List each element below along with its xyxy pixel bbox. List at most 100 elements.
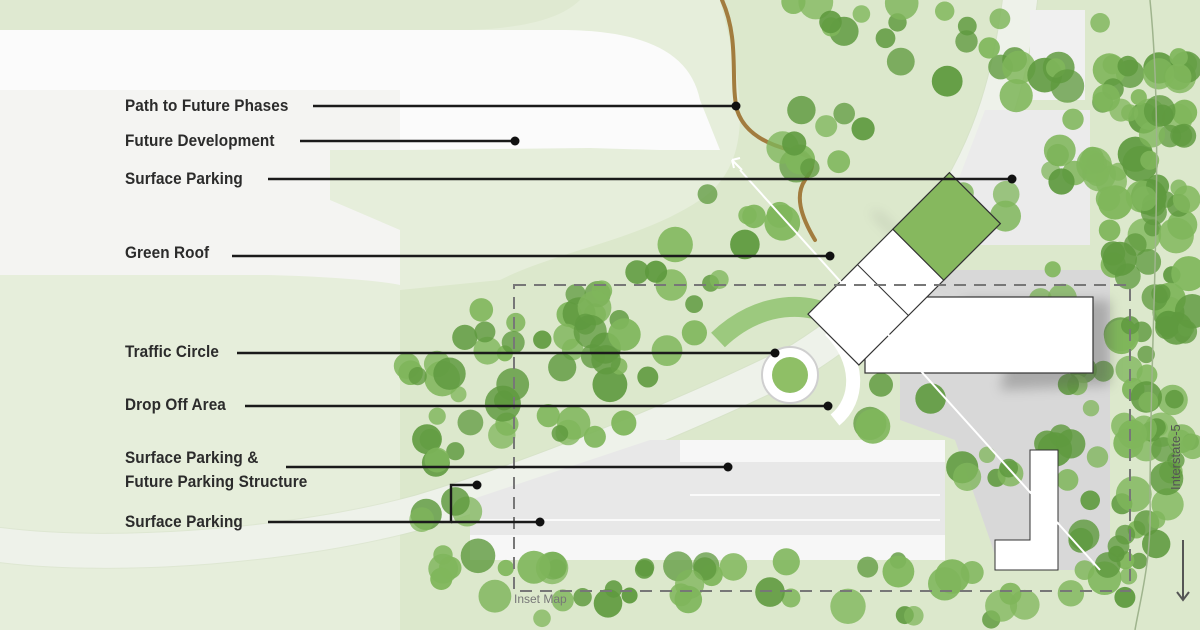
tree bbox=[815, 115, 838, 138]
tree bbox=[855, 408, 891, 444]
tree bbox=[1097, 185, 1133, 220]
tree bbox=[886, 47, 915, 76]
future-development-white bbox=[0, 30, 720, 150]
tree bbox=[904, 606, 924, 626]
tree bbox=[851, 117, 875, 141]
tree bbox=[999, 79, 1033, 113]
tree bbox=[625, 260, 650, 284]
tree bbox=[719, 553, 748, 581]
tree bbox=[497, 559, 514, 577]
tree bbox=[1115, 476, 1152, 512]
tree bbox=[1056, 469, 1079, 491]
tree bbox=[408, 367, 427, 386]
tree bbox=[1115, 524, 1136, 545]
tree bbox=[955, 30, 978, 53]
tree bbox=[412, 424, 442, 455]
tree bbox=[882, 555, 915, 588]
tree-canopy bbox=[393, 0, 1200, 629]
tree bbox=[1086, 446, 1109, 468]
tree bbox=[1050, 69, 1085, 103]
tree bbox=[1143, 95, 1176, 127]
tree bbox=[1090, 12, 1110, 33]
tree bbox=[931, 65, 963, 97]
tree bbox=[1174, 294, 1200, 329]
tree bbox=[441, 487, 470, 516]
interstate-label: Interstate-5 bbox=[1168, 424, 1183, 490]
tree bbox=[730, 229, 760, 260]
tree bbox=[1114, 586, 1136, 608]
tree bbox=[1169, 48, 1188, 67]
label-path-to-future-phases: Path to Future Phases bbox=[125, 96, 289, 115]
label-surface-parking-bottom: Surface Parking bbox=[125, 512, 243, 531]
label-surface-parking-future-structure: Surface Parking & Future Parking Structu… bbox=[125, 446, 307, 494]
tree bbox=[781, 0, 806, 14]
tree bbox=[819, 10, 842, 34]
tree bbox=[1130, 415, 1157, 442]
tree bbox=[857, 556, 879, 578]
lower-parking-lot bbox=[470, 440, 945, 560]
tree bbox=[669, 583, 693, 607]
tree bbox=[915, 383, 946, 414]
tree bbox=[1002, 50, 1036, 85]
tree bbox=[644, 260, 668, 283]
tree bbox=[506, 312, 526, 333]
tree bbox=[474, 321, 496, 343]
tree bbox=[869, 372, 893, 397]
tree bbox=[473, 336, 502, 365]
tree bbox=[1135, 249, 1162, 275]
tree bbox=[1074, 560, 1095, 580]
tree bbox=[830, 588, 866, 624]
tree bbox=[575, 313, 596, 335]
tree bbox=[772, 548, 800, 576]
tree bbox=[681, 320, 708, 346]
tree bbox=[800, 158, 820, 178]
tree bbox=[446, 442, 465, 461]
tree bbox=[1137, 345, 1155, 364]
tree bbox=[1098, 219, 1121, 242]
tree bbox=[697, 184, 718, 205]
future-development-pad bbox=[0, 90, 400, 285]
tree bbox=[533, 330, 552, 349]
tree bbox=[1094, 552, 1121, 578]
tree bbox=[1149, 461, 1184, 496]
tree bbox=[934, 559, 970, 594]
tree bbox=[1171, 99, 1198, 126]
tree bbox=[1172, 185, 1200, 214]
leader-dots bbox=[472, 101, 1017, 527]
label-drop-off-area: Drop Off Area bbox=[125, 395, 226, 414]
sight-arrow bbox=[731, 157, 743, 171]
sight-line bbox=[739, 169, 1101, 571]
tree bbox=[827, 150, 851, 174]
tree bbox=[1057, 580, 1085, 607]
tree bbox=[978, 446, 996, 463]
tree bbox=[781, 588, 801, 608]
tree bbox=[1062, 108, 1084, 130]
tree bbox=[1132, 186, 1157, 212]
tree bbox=[433, 357, 466, 390]
upper-green-field bbox=[0, 0, 580, 30]
tree bbox=[685, 295, 703, 313]
label-future-development: Future Development bbox=[125, 131, 275, 150]
tree bbox=[1130, 552, 1148, 570]
tree bbox=[1147, 510, 1166, 529]
tree bbox=[1172, 123, 1197, 148]
tree bbox=[755, 577, 785, 607]
tree bbox=[604, 580, 623, 598]
tree bbox=[1102, 54, 1123, 75]
tree bbox=[591, 345, 621, 375]
tree bbox=[592, 367, 628, 403]
tree bbox=[782, 131, 807, 156]
tree bbox=[428, 407, 446, 425]
tree bbox=[1142, 529, 1171, 559]
tree bbox=[430, 567, 453, 591]
south-wing bbox=[994, 449, 1059, 571]
label-green-roof: Green Roof bbox=[125, 243, 210, 262]
tree bbox=[852, 5, 871, 23]
tree bbox=[551, 589, 574, 612]
tree bbox=[1048, 168, 1075, 195]
tree bbox=[875, 28, 896, 49]
tree bbox=[787, 95, 816, 125]
tree bbox=[450, 386, 467, 403]
tree bbox=[551, 425, 569, 442]
